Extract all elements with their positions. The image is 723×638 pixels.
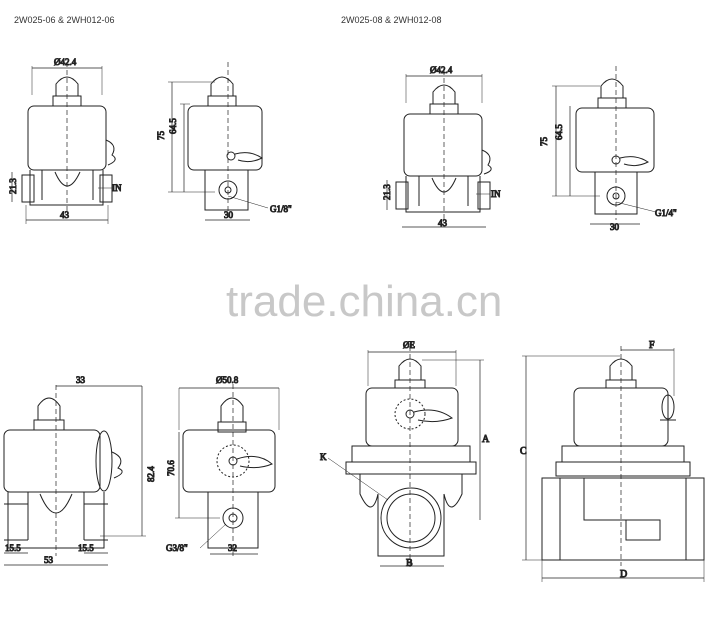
large-a-label: A	[482, 434, 490, 445]
model08-port-label: G1/4"	[655, 208, 677, 218]
model06-dia-label: Ø42.4	[54, 57, 77, 67]
model06-h75-label: 75	[156, 131, 166, 141]
large-c-label: C	[520, 446, 527, 457]
model06-port-label: G1/8"	[270, 204, 292, 214]
model08-h213-label: 21.3	[382, 184, 392, 200]
model10-front-view: 33 82.4 15.5 15.5 53	[3, 375, 157, 566]
model06-front-view: Ø42.4 21.3 IN 43	[8, 57, 122, 224]
model10-w155a-label: 15.5	[5, 543, 21, 553]
large-d-label: D	[620, 569, 627, 580]
model10-h706-label: 70.6	[166, 460, 176, 476]
model06-side-view: 75 64.5 30 G1/8"	[156, 62, 293, 221]
header-left: 2W025-06 & 2WH012-06	[14, 15, 115, 25]
model10-h824-label: 82.4	[146, 466, 156, 482]
model10-dia-label: Ø50.8	[216, 375, 239, 385]
model08-h645-label: 64.5	[554, 124, 564, 140]
model08-w30-label: 30	[610, 222, 620, 232]
header-right: 2W025-08 & 2WH012-08	[341, 15, 442, 25]
large-f-label: F	[649, 340, 655, 351]
large-dia-label: ØE	[403, 340, 415, 350]
model08-dia-label: Ø42.4	[430, 65, 453, 75]
model10-side-view: Ø50.8 70.6 G3/8" 32	[166, 375, 280, 556]
model10-w155b-label: 15.5	[78, 543, 94, 553]
model10-port-label: G3/8"	[166, 543, 188, 553]
large-b-label: B	[406, 558, 413, 569]
model06-w43-label: 43	[60, 210, 70, 220]
model08-side-view: 75 64.5 30 G1/4"	[539, 66, 678, 233]
model06-inlet-label: IN	[112, 183, 122, 193]
model10-w53-label: 53	[44, 555, 54, 565]
model06-h213-label: 21.3	[8, 178, 18, 194]
model08-front-view: Ø42.4 21.3 IN 43	[382, 65, 502, 229]
large-side-view: C F D	[520, 340, 705, 582]
model08-inlet-label: IN	[491, 189, 501, 199]
model06-w30-label: 30	[224, 210, 234, 220]
large-k-label: K	[320, 452, 327, 462]
model06-h645-label: 64.5	[168, 118, 178, 134]
model08-w43-label: 43	[438, 218, 448, 228]
watermark: trade.china.cn	[226, 277, 503, 326]
model10-w33-label: 33	[76, 375, 86, 385]
large-front-view: ØE A K B	[320, 340, 491, 570]
model10-w32-label: 32	[228, 543, 237, 553]
model08-h75-label: 75	[539, 137, 549, 147]
